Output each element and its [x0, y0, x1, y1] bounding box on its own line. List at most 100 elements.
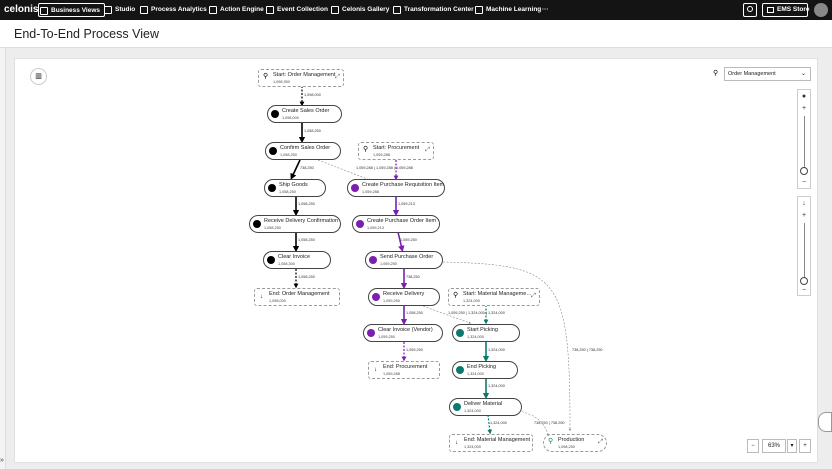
end-arrow-icon: ↓	[260, 294, 263, 300]
edge-label: 1,058,250	[406, 311, 423, 315]
nav-action-engine[interactable]: Action Engine	[208, 3, 264, 17]
node-clear-invoice-vendor[interactable]: Clear Invoice (Vendor) 1,059,250	[363, 324, 443, 342]
analytics-icon	[140, 6, 148, 14]
node-ship-goods[interactable]: Ship Goods 1,058,250	[264, 179, 326, 197]
node-create-sales-order[interactable]: Create Sales Order 1,098,000	[267, 105, 342, 123]
search-button[interactable]	[743, 3, 757, 17]
left-collapsed-sidebar[interactable]	[0, 48, 6, 469]
plus-icon[interactable]: +	[801, 212, 807, 219]
nav-event-collection[interactable]: Event Collection	[265, 3, 328, 17]
search-icon	[747, 6, 753, 12]
layout-toggle-button[interactable]: ▥	[30, 68, 47, 85]
nav-process-analytics[interactable]: Process Analytics	[139, 3, 207, 17]
celonis-logo[interactable]: celonis	[4, 4, 39, 15]
activities-dot-icon: ●	[801, 93, 807, 100]
expand-sidebar-icon[interactable]: »	[0, 457, 4, 464]
zoom-in-button[interactable]: +	[799, 439, 811, 453]
end-arrow-icon: ↓	[455, 440, 458, 446]
edge-label: 1,098,000	[304, 93, 321, 97]
zoom-level: 63%	[762, 439, 786, 453]
edge-label: 1,324,000	[488, 384, 505, 388]
user-avatar[interactable]	[814, 3, 828, 17]
node-create-purchase-requisition-item[interactable]: Create Purchase Requisition Item 1,059,2…	[347, 179, 445, 197]
process-select[interactable]: Order Management ⌄	[724, 67, 811, 81]
node-deliver-material[interactable]: Deliver Material 1,324,000	[449, 398, 522, 416]
nav-transformation-center[interactable]: Transformation Center	[392, 3, 474, 17]
edge-label: 738,250 | 738,250	[534, 421, 565, 425]
node-confirm-sales-order[interactable]: Confirm Sales Order 1,058,250	[265, 142, 341, 160]
start-pin-icon: ⚲	[263, 73, 269, 80]
bar-chart-icon: ▥	[35, 73, 42, 80]
node-start-order-management[interactable]: ⚲ Start: Order Management 1,098,350 ⤢	[258, 69, 344, 87]
activity-dot-icon	[351, 184, 359, 192]
event-collection-icon	[266, 6, 274, 14]
slider-handle[interactable]	[800, 277, 808, 285]
minus-icon[interactable]: −	[801, 287, 807, 294]
slider-track[interactable]	[804, 116, 805, 171]
node-start-material-management[interactable]: ⚲ Start: Material Manageme… 1,324,000 ⤢	[448, 288, 540, 306]
node-send-purchase-order[interactable]: Send Purchase Order 1,059,250	[365, 251, 443, 269]
page-title: End-To-End Process View	[14, 27, 159, 41]
edge-label: 1,059,250	[400, 238, 417, 242]
expand-icon[interactable]: ⤢	[425, 147, 430, 153]
activity-dot-icon	[267, 256, 275, 264]
node-end-material-management[interactable]: ↓ End: Material Management 1,324,000	[449, 434, 533, 452]
slider-track[interactable]	[804, 223, 805, 278]
edge-label: 1,058,250	[304, 129, 321, 133]
activity-dot-icon	[268, 184, 276, 192]
monitor-icon	[40, 7, 48, 15]
slider-handle[interactable]	[800, 167, 808, 175]
edge-label: 1,059,250	[406, 348, 423, 352]
node-receive-delivery-confirmation[interactable]: Receive Delivery Confirmation 1,058,250	[249, 215, 341, 233]
zoom-out-button[interactable]: −	[747, 439, 759, 453]
activities-slider[interactable]: ● + −	[797, 89, 811, 189]
activity-dot-icon	[453, 403, 461, 411]
edge-label: 1,059,250 | 1,324,000 | 1,324,000	[448, 311, 505, 315]
help-button[interactable]	[818, 412, 832, 432]
edge-label: 1,059,288 | 1,059,288 | 1,059,288	[356, 166, 413, 170]
nav-machine-learning[interactable]: Machine Learning	[474, 3, 541, 17]
edge-label: 1,058,250	[298, 275, 315, 279]
expand-icon[interactable]: ⤢	[598, 439, 603, 445]
node-receive-delivery[interactable]: Receive Delivery 1,059,250	[368, 288, 440, 306]
activity-dot-icon	[271, 110, 279, 118]
edge-label: 1,058,250	[298, 238, 315, 242]
activity-dot-icon	[253, 220, 261, 228]
page-header: End-To-End Process View	[0, 20, 832, 48]
activity-dot-icon	[367, 329, 375, 337]
node-production[interactable]: ⚲ Production 1,098,250 ⤢	[543, 434, 607, 452]
start-pin-icon: ⚲	[363, 146, 369, 153]
store-icon	[767, 7, 774, 13]
node-end-procurement[interactable]: ↓ End: Procurement 1,059,288	[368, 361, 440, 379]
edge-label: 1,059,213	[398, 202, 415, 206]
edge-label: 1,324,000	[488, 348, 505, 352]
top-nav-bar: celonis Business Views Studio Process An…	[0, 0, 832, 20]
start-pin-icon: ⚲	[453, 292, 459, 299]
edge-label: 738,250 | 738,250	[572, 348, 603, 352]
connections-slider[interactable]: ↓ + −	[797, 196, 811, 296]
minus-icon[interactable]: −	[801, 179, 807, 186]
zoom-options-button[interactable]: ▾	[787, 439, 797, 453]
process-pin-icon: ⚲	[713, 70, 719, 77]
node-start-picking[interactable]: Start Picking 1,324,000	[452, 324, 520, 342]
activity-dot-icon	[456, 329, 464, 337]
expand-icon[interactable]: ⤢	[531, 293, 536, 299]
node-end-picking[interactable]: End Picking 1,324,000	[452, 361, 518, 379]
node-end-order-management[interactable]: ↓ End: Order Management 1,098,000	[254, 288, 340, 306]
expand-icon[interactable]: ⤢	[335, 74, 340, 80]
nav-studio[interactable]: Studio	[103, 3, 135, 17]
activity-dot-icon	[356, 220, 364, 228]
nav-more-button[interactable]: ···	[542, 6, 549, 13]
machine-learning-icon	[475, 6, 483, 14]
activity-dot-icon	[456, 366, 464, 374]
plus-icon[interactable]: +	[801, 105, 807, 112]
node-clear-invoice[interactable]: Clear Invoice 1,058,300	[263, 251, 331, 269]
ems-store-button[interactable]: EMS Store	[762, 3, 810, 17]
activity-dot-icon	[269, 147, 277, 155]
node-start-procurement[interactable]: ⚲ Start: Procurement 1,059,288 ⤢	[358, 142, 434, 160]
edge-label: 1,324,000	[490, 421, 507, 425]
nav-celonis-gallery[interactable]: Celonis Gallery	[330, 3, 389, 17]
node-create-purchase-order-item[interactable]: Create Purchase Order Item 1,059,213	[352, 215, 440, 233]
transformation-icon	[393, 6, 401, 14]
